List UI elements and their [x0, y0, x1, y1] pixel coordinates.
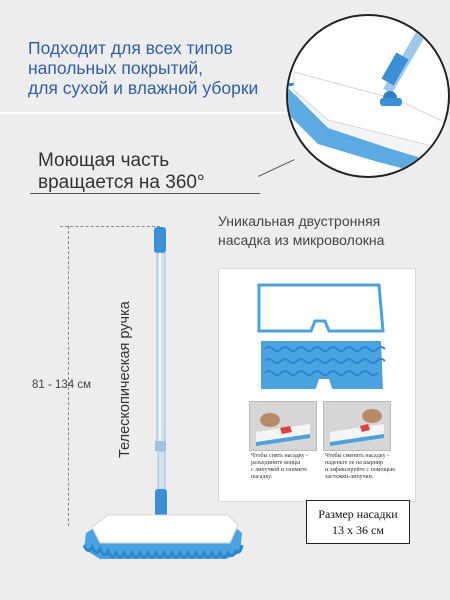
step-1-photo [249, 401, 317, 451]
step-2-line-2: наденьте ее на шарнир [325, 460, 383, 466]
headline: Подходит для всех типов напольных покрыт… [28, 38, 278, 98]
pad-feature-line-2: насадка из микроволокна [218, 232, 385, 248]
pad-size-title: Размер насадки [318, 507, 398, 521]
step-2-caption: Чтобы сменить насадку - наденьте ее на ш… [325, 453, 395, 481]
step-1-line-1: Чтобы снять насадку - [251, 453, 309, 459]
headline-divider [0, 112, 290, 114]
double-sided-pad-illustration [257, 283, 386, 391]
step-2-line-3: и зафиксируйте с помощью [325, 467, 396, 473]
step-1-line-3: с липучкой и снимите [251, 467, 308, 473]
rotation-line-2: вращается на 360° [38, 172, 205, 193]
rotation-divider [30, 193, 260, 194]
step-1-caption: Чтобы снять насадку - разъедините концы … [251, 453, 308, 481]
headline-line-1: Подходит для всех типов [28, 38, 233, 58]
step-1-line-4: насадку. [251, 474, 273, 480]
pad-chenille-side [261, 341, 383, 391]
height-label: 81 - 134 см [32, 379, 92, 391]
rotation-feature-text: Моющая часть вращается на 360° [38, 150, 238, 194]
step-2-photo [323, 401, 391, 451]
rotation-line-1: Моющая часть [38, 150, 170, 171]
zoom-detail-circle [286, 14, 450, 178]
step-2-line-1: Чтобы сменить насадку - [325, 453, 390, 459]
headline-line-2: напольных покрытий, [28, 58, 204, 78]
pad-size-box: Размер насадки 13 х 36 см [306, 500, 410, 544]
pad-feature-text: Уникальная двустронняя насадка из микров… [218, 212, 418, 250]
height-dimension-top-tick [60, 226, 160, 228]
pad-feature-line-1: Уникальная двустронняя [218, 213, 381, 229]
pad-size-value: 13 х 36 см [332, 523, 384, 537]
mop-pad-top [91, 514, 239, 544]
handle-cap [154, 227, 166, 253]
height-dimension-line [68, 226, 70, 526]
mop-illustration [82, 227, 244, 559]
headline-line-3: для сухой и влажной уборки [28, 78, 259, 98]
rotation-divider-diagonal [258, 159, 295, 177]
pad-flat-side [257, 283, 385, 333]
swivel-joint-illustration [288, 28, 448, 176]
step-2-line-4: застежки-липучки. [325, 474, 374, 480]
step-1-line-2: разъедините концы [251, 460, 301, 466]
pad-detail-panel: Чтобы снять насадку - разъедините концы … [218, 268, 416, 502]
